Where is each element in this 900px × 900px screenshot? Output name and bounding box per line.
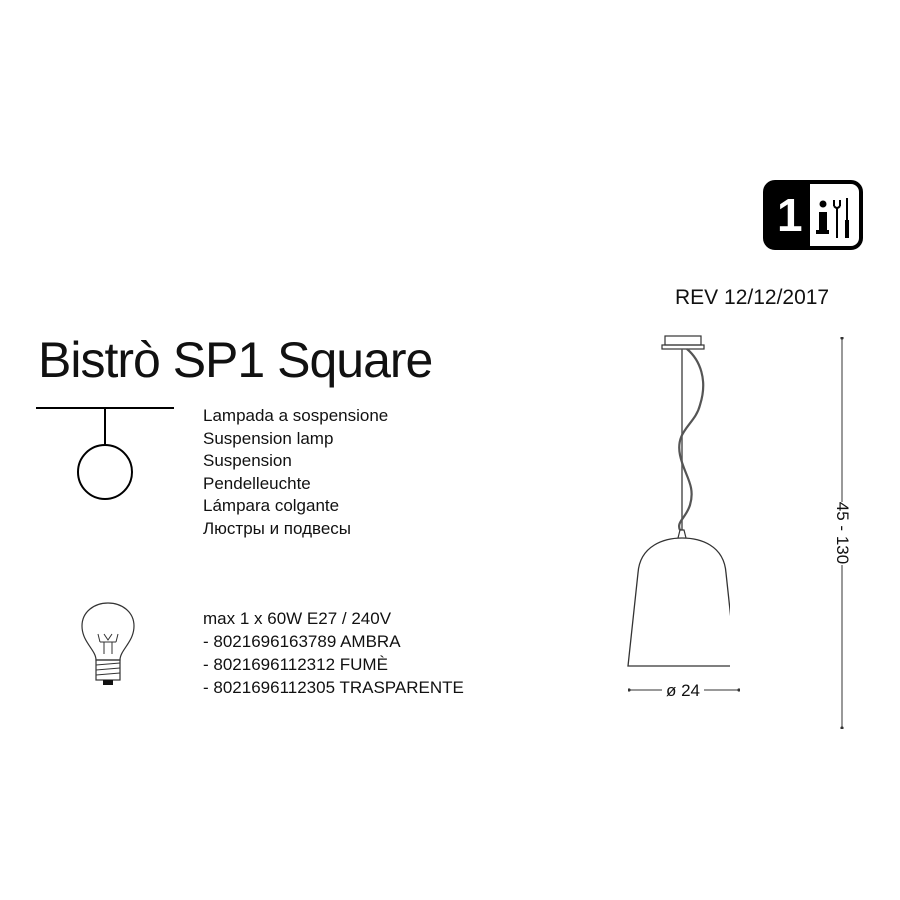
light-bulb-icon [81,602,135,685]
variant-fume: - 8021696112312 FUMÈ [203,655,388,674]
description-en: Suspension lamp [203,428,334,448]
description-fr: Suspension [203,451,292,470]
description-it: Lampada a sospensione [203,406,389,425]
revision-date: REV 12/12/2017 [675,286,830,309]
variant-ambra: - 8021696163789 AMBRA [203,632,401,651]
lamp-technical-drawing [627,335,730,667]
assembly-info-badge: 1 [763,180,863,250]
description-de: Pendelleuchte [203,473,311,493]
diameter-label: ø 24 [662,681,705,701]
diameter-dimension: ø 24 [628,680,740,702]
info-icon [816,200,829,234]
description-es: Lámpara colgante [203,496,340,515]
height-dimension: 45 - 130 [827,337,857,729]
badge-frame-icon [763,180,863,250]
badge-number: 1 [777,189,803,241]
pendant-lamp-symbol-icon [36,407,174,500]
height-label: 45 - 130 [833,501,853,565]
variant-trasparente: - 8021696112305 TRASPARENTE [203,678,464,697]
power-spec: max 1 x 60W E27 / 240V [203,609,392,628]
description-ru: Люстры и подвесы [203,518,352,538]
specifications: max 1 x 60W E27 / 240V - 8021696163789 A… [203,607,464,699]
product-title: Bistrò SP1 Square [38,332,433,388]
product-descriptions: Lampada a sospensione Suspension lamp Su… [203,405,388,540]
tools-icon [833,198,849,238]
